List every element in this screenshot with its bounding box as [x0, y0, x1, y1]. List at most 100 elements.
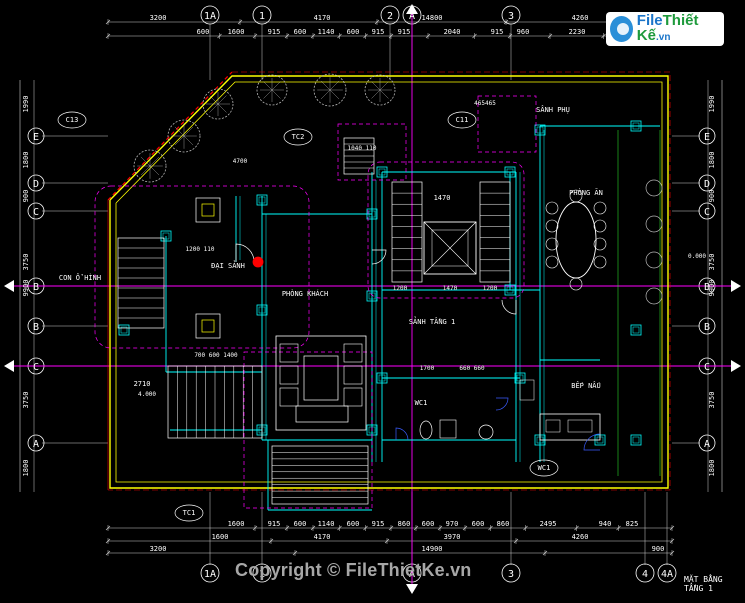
dimension-value: 9900 [22, 280, 30, 297]
room-label: BẾP NẤU [571, 381, 601, 390]
wc-door-swing [395, 427, 409, 441]
axis-bubble [657, 563, 677, 583]
column-core [368, 210, 376, 218]
tree [256, 74, 288, 106]
section-tag-label: TC1 [183, 509, 196, 517]
trees [133, 73, 396, 183]
dimension-note: 1200 [393, 285, 408, 292]
dimension-value: 3200 [150, 14, 167, 22]
tree-branch [217, 95, 227, 105]
dining-chair [545, 237, 559, 251]
dimension-value: 1140 [318, 28, 335, 36]
column-core [506, 286, 514, 294]
door-swing [501, 299, 517, 315]
dimension-note: 4700 [233, 158, 248, 165]
tree-branch [371, 81, 381, 91]
planter-core [201, 203, 215, 217]
axis-arrow [731, 360, 741, 372]
dimension-value: 1800 [22, 460, 30, 477]
axis-label: 4A [661, 569, 673, 580]
dimension-value: 1140 [318, 520, 335, 528]
dimension-value: 3750 [22, 254, 30, 271]
entry-steps-outline [271, 445, 369, 505]
dining-chair [569, 277, 583, 291]
logo-text: FileThiết Kế.vn [636, 12, 699, 44]
dimension-value: 860 [398, 520, 411, 528]
shrub [645, 287, 663, 305]
walls [94, 71, 671, 511]
dimension-value: 940 [599, 520, 612, 528]
dimension-value: 4170 [314, 533, 331, 541]
dimension-value: 2040 [444, 28, 461, 36]
dimension-value: 900 [708, 190, 716, 203]
tree-branch [263, 81, 273, 91]
column-core [536, 126, 544, 134]
entrance-marker [252, 256, 264, 268]
axis-label: 1 [259, 569, 265, 580]
dining-chair [569, 189, 583, 203]
exterior-wall [109, 75, 669, 489]
tree-branch [140, 165, 151, 176]
dimension-value: 1800 [708, 460, 716, 477]
section-tag [283, 128, 313, 146]
column [504, 166, 516, 178]
dimension-value: 3200 [150, 545, 167, 553]
tree-branch [209, 103, 219, 113]
tree-branch [320, 80, 331, 91]
armchair [343, 343, 363, 363]
shrub [645, 251, 663, 269]
axis-label: B [33, 282, 39, 293]
dimension-value: 915 [268, 28, 281, 36]
shrub [645, 179, 663, 197]
column [504, 284, 516, 296]
dimension-value: 1600 [228, 28, 245, 36]
room-label: 2710 [134, 380, 151, 388]
sink [545, 419, 561, 433]
room-label: WC1 [415, 399, 428, 407]
dimension-value: 600 [472, 520, 485, 528]
section-tag-label: C13 [66, 116, 79, 124]
dimension-value: 900 [22, 190, 30, 203]
dimension-value: 3750 [708, 392, 716, 409]
column-core [632, 326, 640, 334]
axis-bubble [27, 202, 45, 220]
dimension-note: 1700 [420, 365, 435, 372]
axis-label: E [704, 132, 710, 143]
watermark-logo: FileThiết Kế.vn [606, 12, 724, 46]
armchair [343, 387, 363, 407]
room-label: ĐẠI SẢNH [211, 261, 245, 270]
axis-label: A [33, 439, 39, 450]
tree-branch [140, 156, 151, 167]
dimension-note: 1470 [443, 285, 458, 292]
room-label: PHÒNG ĂN [569, 188, 603, 197]
wc-door-swing [495, 397, 509, 411]
axis-bubble [27, 317, 45, 335]
coffee-table [303, 355, 339, 401]
dimension-value: 2495 [540, 520, 557, 528]
dimension-value: 1600 [228, 520, 245, 528]
dimension-value: 600 [294, 520, 307, 528]
armchair [279, 343, 299, 363]
room-label: PHÒNG KHÁCH [282, 289, 328, 298]
column [376, 166, 388, 178]
tree [202, 88, 234, 120]
column [366, 208, 378, 220]
axis-bubble [200, 563, 220, 583]
wash-basin [478, 424, 494, 440]
tree-branch [149, 165, 160, 176]
dining-table [555, 201, 597, 279]
toilet [419, 420, 433, 440]
planter [195, 197, 221, 223]
column [256, 194, 268, 206]
tree-branch [379, 81, 389, 91]
column [376, 372, 388, 384]
dimension-note: 660 660 [459, 365, 485, 372]
dimension-value: 4260 [572, 14, 589, 22]
elevator-car [431, 229, 469, 267]
dimension-value: 1990 [708, 96, 716, 113]
dimension-value: 860 [497, 520, 510, 528]
dining-chair [545, 201, 559, 215]
axis-arrow [406, 584, 418, 594]
tree [167, 119, 201, 153]
